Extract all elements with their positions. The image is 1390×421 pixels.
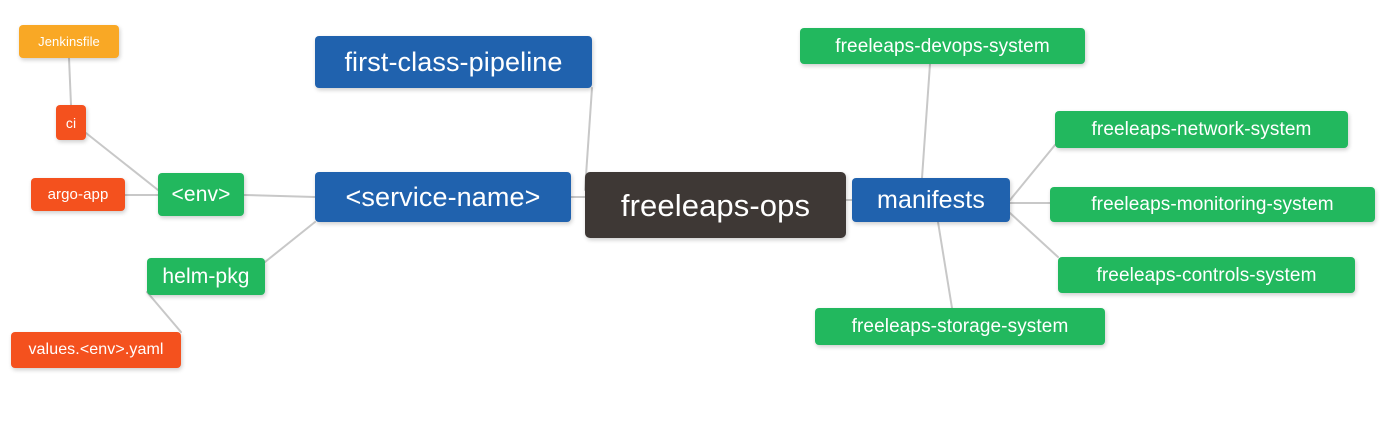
node-freeleaps-controls-system[interactable]: freeleaps-controls-system (1058, 257, 1355, 293)
node-label: freeleaps-network-system (1091, 119, 1312, 140)
node-label: ci (65, 114, 77, 131)
edge-manifests-to-freeleaps-network-system (1009, 144, 1056, 201)
node-label: freeleaps-controls-system (1096, 264, 1317, 286)
node-label: Jenkinsfile (38, 34, 100, 49)
edge-helm-pkg-to-values-env-yaml (146, 291, 182, 333)
node-freeleaps-ops[interactable]: freeleaps-ops (585, 172, 846, 238)
edge-manifests-to-freeleaps-storage-system (937, 221, 953, 309)
node-ci[interactable]: ci (56, 105, 86, 140)
node-label: freeleaps-ops (620, 187, 811, 223)
node-label: values.<env>.yaml (28, 341, 164, 358)
node-label: <service-name> (345, 181, 541, 212)
node-argo-app[interactable]: argo-app (31, 178, 125, 211)
node-label: manifests (877, 185, 985, 214)
edge-manifests-to-freeleaps-devops-system (921, 63, 931, 179)
edge-ci-to-jenkinsfile (68, 57, 72, 106)
node-freeleaps-devops-system[interactable]: freeleaps-devops-system (800, 28, 1085, 64)
node-values-env-yaml[interactable]: values.<env>.yaml (11, 332, 181, 368)
node-label: first-class-pipeline (344, 46, 563, 77)
node-manifests[interactable]: manifests (852, 178, 1010, 222)
node-label: freeleaps-monitoring-system (1091, 194, 1334, 215)
edge-service-name-to-helm-pkg (264, 221, 316, 263)
edge-service-name-to-env (243, 194, 316, 198)
node-service-name[interactable]: <service-name> (315, 172, 571, 222)
node-label: <env> (171, 183, 231, 206)
node-label: helm-pkg (162, 265, 250, 288)
node-label: freeleaps-devops-system (835, 35, 1050, 57)
node-freeleaps-storage-system[interactable]: freeleaps-storage-system (815, 308, 1105, 345)
node-freeleaps-network-system[interactable]: freeleaps-network-system (1055, 111, 1348, 148)
node-first-class-pipeline[interactable]: first-class-pipeline (315, 36, 592, 88)
node-jenkinsfile[interactable]: Jenkinsfile (19, 25, 119, 58)
node-freeleaps-monitoring-system[interactable]: freeleaps-monitoring-system (1050, 187, 1375, 222)
node-label: argo-app (47, 186, 109, 203)
node-label: freeleaps-storage-system (851, 316, 1069, 337)
node-env[interactable]: <env> (158, 173, 244, 216)
node-helm-pkg[interactable]: helm-pkg (147, 258, 265, 295)
